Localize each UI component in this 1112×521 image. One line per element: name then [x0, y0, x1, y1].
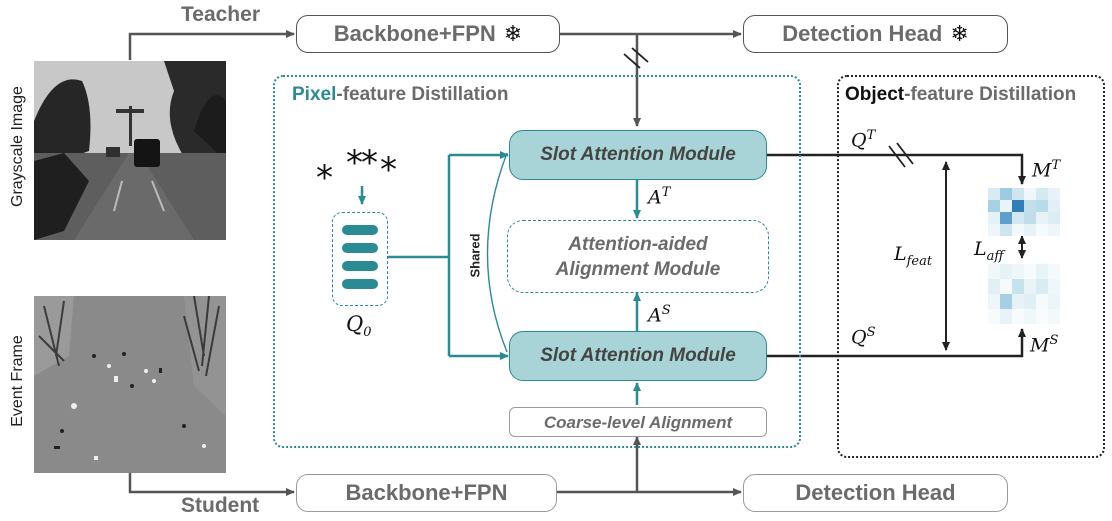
mask-cell	[1000, 188, 1012, 200]
mask-cell	[1048, 212, 1060, 224]
slot-token	[342, 243, 378, 253]
mask-cell	[1024, 309, 1036, 324]
teacher-slot-label: QT	[851, 128, 876, 152]
attention-student-label: AS	[648, 303, 671, 327]
affinity-loss-label: Laff	[974, 238, 1004, 264]
mask-cell	[1012, 279, 1024, 294]
attention-teacher-label: AT	[648, 185, 671, 209]
teacher-detection-head-box: Detection Head ❄	[743, 15, 1008, 53]
student-backbone-box: Backbone+FPN	[296, 474, 557, 512]
mask-cell	[1012, 212, 1024, 224]
mask-cell	[988, 224, 1000, 236]
feature-loss-label: Lfeat	[894, 243, 933, 269]
mask-cell	[988, 188, 1000, 200]
mask-cell	[1048, 264, 1060, 279]
mask-cell	[988, 200, 1000, 212]
mask-cell	[1036, 212, 1048, 224]
mask-cell	[1000, 279, 1012, 294]
mask-cell	[1012, 264, 1024, 279]
star-icon: *	[361, 143, 378, 183]
mask-cell	[1024, 294, 1036, 309]
mask-cell	[1048, 200, 1060, 212]
mask-cell	[1036, 309, 1048, 324]
mask-cell	[1012, 294, 1024, 309]
student-detection-head-box: Detection Head	[743, 474, 1008, 512]
teacher-backbone-box: Backbone+FPN ❄	[296, 15, 560, 53]
teacher-mask-heatmap	[988, 188, 1060, 236]
snowflake-icon: ❄	[950, 21, 969, 46]
mask-cell	[1036, 200, 1048, 212]
slot-token	[342, 261, 378, 271]
mask-cell	[1000, 212, 1012, 224]
mask-cell	[988, 279, 1000, 294]
slot-token	[342, 225, 378, 235]
attention-aided-alignment-module: Attention-aided Alignment Module	[507, 220, 769, 293]
mask-cell	[1012, 200, 1024, 212]
student-mask-grid	[988, 264, 1060, 324]
mask-cell	[1048, 224, 1060, 236]
slot-attention-module-bottom: Slot Attention Module	[509, 331, 767, 381]
mask-cell	[1000, 264, 1012, 279]
mask-cell	[1012, 224, 1024, 236]
mask-cell	[1048, 309, 1060, 324]
star-icon: *	[346, 143, 363, 183]
mask-cell	[1012, 188, 1024, 200]
mask-cell	[1000, 224, 1012, 236]
teacher-detection-head-label: Detection Head	[782, 21, 943, 46]
student-backbone-label: Backbone+FPN	[345, 480, 508, 505]
student-mask-heatmap	[988, 264, 1060, 324]
mask-cell	[1024, 200, 1036, 212]
mask-cell	[1036, 279, 1048, 294]
object-feature-title: Object-feature Distillation	[845, 84, 1077, 105]
mask-cell	[1048, 294, 1060, 309]
mask-cell	[1012, 309, 1024, 324]
pixel-feature-region	[273, 75, 801, 448]
mask-cell	[1036, 294, 1048, 309]
snowflake-icon: ❄	[503, 21, 523, 46]
event-frame-label: Event Frame	[9, 335, 26, 427]
mask-cell	[1036, 264, 1048, 279]
mask-cell	[1024, 224, 1036, 236]
teacher-backbone-label: Backbone+FPN	[333, 21, 496, 46]
q0-label: Q0	[346, 312, 372, 341]
mask-cell	[988, 264, 1000, 279]
mask-cell	[988, 212, 1000, 224]
teacher-mask-label: MT	[1032, 158, 1061, 182]
grayscale-image	[34, 61, 226, 240]
coarse-level-alignment-box: Coarse-level Alignment	[509, 407, 767, 437]
mask-cell	[1024, 212, 1036, 224]
mask-cell	[1036, 188, 1048, 200]
student-mask-label: MS	[1030, 333, 1059, 357]
mask-cell	[988, 294, 1000, 309]
pixel-feature-title: Pixel-feature Distillation	[292, 84, 509, 105]
object-feature-region	[837, 75, 1105, 458]
mask-cell	[1000, 294, 1012, 309]
slot-query-stack	[332, 212, 388, 306]
shared-label: Shared	[467, 233, 483, 278]
mask-cell	[1048, 188, 1060, 200]
teacher-label: Teacher	[181, 3, 260, 26]
mask-cell	[1048, 279, 1060, 294]
mask-cell	[988, 309, 1000, 324]
grayscale-image-label: Grayscale Image	[9, 86, 26, 207]
student-detection-head-label: Detection Head	[795, 480, 956, 505]
mask-cell	[1024, 188, 1036, 200]
mask-cell	[1024, 264, 1036, 279]
star-icon: *	[316, 158, 333, 198]
mask-cell	[1024, 279, 1036, 294]
slot-token	[342, 279, 378, 289]
event-frame-image	[34, 296, 226, 473]
mask-cell	[1000, 309, 1012, 324]
mask-cell	[1000, 200, 1012, 212]
teacher-mask-grid	[988, 188, 1060, 236]
student-label: Student	[181, 494, 260, 517]
slot-attention-module-top: Slot Attention Module	[509, 130, 767, 180]
mask-cell	[1036, 224, 1048, 236]
student-slot-label: QS	[851, 325, 876, 349]
star-icon: *	[380, 150, 397, 190]
